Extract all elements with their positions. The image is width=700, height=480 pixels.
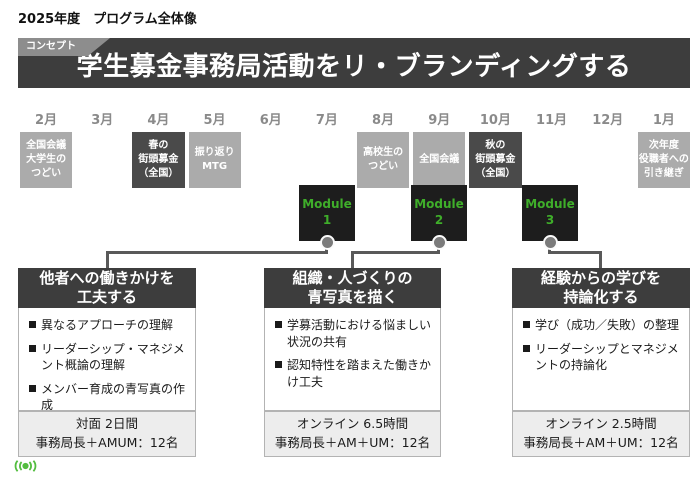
connector-line bbox=[106, 251, 109, 268]
month-label: 9月 bbox=[428, 112, 451, 128]
month-label: 3月 bbox=[91, 112, 114, 128]
timeline-event: 次年度 役職者への 引き継ぎ bbox=[637, 132, 690, 188]
month-label: 4月 bbox=[147, 112, 170, 128]
concept-banner: コンセプト 学生募金事務局活動をリ・ブランディングする bbox=[18, 38, 690, 88]
bullet-text: 異なるアプローチの理解 bbox=[41, 318, 174, 332]
bullet-item: 認知特性を踏まえた働きかけ工夫 bbox=[275, 357, 433, 390]
bullet-item: メンバー育成の青写真の作成 bbox=[29, 381, 188, 414]
connector-line bbox=[106, 251, 328, 254]
bullet-text: 学び（成功／失敗）の整理 bbox=[535, 318, 680, 332]
month-label: 1月 bbox=[652, 112, 675, 128]
month-label: 10月 bbox=[479, 112, 511, 128]
concept-tag: コンセプト bbox=[18, 38, 110, 56]
bullet-item: 学募活動における悩ましい状況の共有 bbox=[275, 317, 433, 350]
bullet-item: 異なるアプローチの理解 bbox=[29, 317, 188, 334]
green-signal-dot-icon bbox=[13, 457, 38, 476]
bullet-item: リーダーシップとマネジメントの持論化 bbox=[523, 341, 682, 374]
module-2-box: Module 2 bbox=[411, 185, 467, 241]
bullet-text: 学募活動における悩ましい状況の共有 bbox=[287, 318, 432, 349]
connector-line bbox=[599, 251, 602, 268]
column-module-1: 他者への働きかけを 工夫する 異なるアプローチの理解 リーダーシップ・マネジメン… bbox=[18, 268, 196, 457]
column-2-body: 学募活動における悩ましい状況の共有 認知特性を踏まえた働きかけ工夫 bbox=[264, 308, 441, 411]
bullet-text: リーダーシップ・マネジメント概論の理解 bbox=[41, 341, 185, 373]
bullet-square-icon bbox=[29, 384, 36, 392]
bullet-square-icon bbox=[523, 344, 530, 352]
column-1-title: 他者への働きかけを 工夫する bbox=[18, 268, 196, 308]
connector-line bbox=[325, 246, 328, 254]
bullet-square-icon bbox=[523, 321, 530, 328]
module-2-pin-icon bbox=[432, 235, 447, 250]
timeline: 2月 3月 4月 5月 6月 7月 8月 9月 10月 11月 12月 1月 全… bbox=[20, 108, 690, 188]
bullet-item: リーダーシップ・マネジメント概論の理解 bbox=[29, 341, 188, 374]
bullet-item: 学び（成功／失敗）の整理 bbox=[523, 317, 682, 334]
bullet-square-icon bbox=[275, 361, 282, 369]
bullet-text: リーダーシップとマネジメントの持論化 bbox=[535, 341, 679, 373]
column-2-footer: オンライン 6.5時間 事務局長＋AM＋UM：12名 bbox=[264, 411, 441, 457]
connector-line bbox=[437, 246, 440, 254]
page-title: 2025年度 プログラム全体像 bbox=[18, 12, 197, 27]
bullet-text: 認知特性を踏まえた働きかけ工夫 bbox=[287, 358, 432, 389]
month-label: 2月 bbox=[35, 112, 58, 128]
month-label: 6月 bbox=[259, 112, 282, 128]
column-1-body: 異なるアプローチの理解 リーダーシップ・マネジメント概論の理解 メンバー育成の青… bbox=[18, 308, 196, 414]
bullet-square-icon bbox=[29, 344, 36, 352]
timeline-event: 全国会議 bbox=[413, 132, 466, 188]
connector-line bbox=[548, 246, 551, 254]
bullet-text: メンバー育成の青写真の作成 bbox=[41, 381, 186, 413]
month-label: 8月 bbox=[372, 112, 395, 128]
column-3-body: 学び（成功／失敗）の整理 リーダーシップとマネジメントの持論化 bbox=[512, 308, 690, 411]
module-1-box: Module 1 bbox=[299, 185, 355, 241]
column-3-title: 経験からの学びを 持論化する bbox=[512, 268, 690, 308]
connector-line bbox=[351, 251, 440, 254]
connector-line bbox=[351, 251, 354, 268]
month-label: 5月 bbox=[203, 112, 226, 128]
column-3-footer: オンライン 2.5時間 事務局長＋AM＋UM：12名 bbox=[512, 411, 690, 457]
month-label: 12月 bbox=[592, 112, 624, 128]
bullet-square-icon bbox=[275, 321, 282, 328]
timeline-event: 高校生の つどい bbox=[357, 132, 410, 188]
month-label: 7月 bbox=[315, 112, 338, 128]
module-3-box: Module 3 bbox=[522, 185, 578, 241]
month-label: 11月 bbox=[536, 112, 568, 128]
timeline-event: 振り返り MTG bbox=[188, 132, 241, 188]
column-module-2: 組織・人づくりの 青写真を描く 学募活動における悩ましい状況の共有 認知特性を踏… bbox=[264, 268, 441, 457]
module-3-pin-icon bbox=[543, 235, 558, 250]
column-module-3: 経験からの学びを 持論化する 学び（成功／失敗）の整理 リーダーシップとマネジメ… bbox=[512, 268, 690, 457]
bullet-square-icon bbox=[29, 321, 36, 328]
timeline-event: 全国会議 大学生の つどい bbox=[20, 132, 73, 188]
column-1-footer: 対面 2日間 事務局長＋AMUM：12名 bbox=[18, 411, 196, 457]
timeline-event: 春の 街頭募金 （全国） bbox=[132, 132, 185, 188]
concept-title: 学生募金事務局活動をリ・ブランディングする bbox=[76, 51, 632, 82]
column-2-title: 組織・人づくりの 青写真を描く bbox=[264, 268, 441, 308]
timeline-event: 秋の 街頭募金 （全国） bbox=[469, 132, 522, 188]
connector-line bbox=[548, 251, 602, 254]
module-1-pin-icon bbox=[320, 235, 335, 250]
